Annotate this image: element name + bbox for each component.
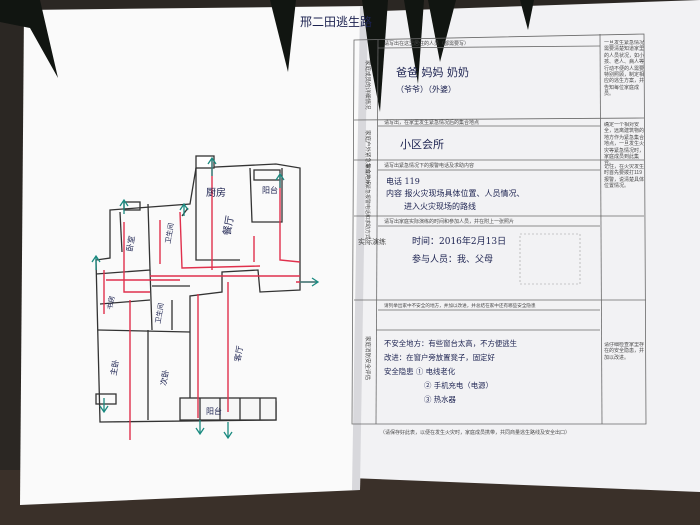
row5-answer-5: ③ 热水器	[424, 395, 457, 404]
room-master-bedroom: 主卧	[108, 359, 121, 376]
row2-side-note: 确定一个相对安全，远离建筑物的地方作为紧急集合地点，一旦发生火灾等紧急情况时，家…	[604, 122, 644, 214]
row4-answer-2: 参与人员：我、父母	[412, 253, 493, 265]
photo-placeholder	[519, 233, 581, 285]
row1-side-note-text: 一旦发生紧急情况需要清楚知道家里的人员状况，如小孩、老人、病人等行动不便的人需要…	[604, 40, 644, 98]
row5-answer-1: 不安全地方：有些窗台太高，不方便逃生	[384, 339, 517, 348]
row2-label: 家庭户外紧急集合地点	[364, 130, 372, 186]
row1-answer-1: 爸爸 妈妈 奶奶	[396, 65, 469, 79]
row4-answer-1: 时间：2016年2月13日	[412, 235, 506, 247]
row1-hint: 请写出在这里居住的人员（都需要写）	[384, 40, 469, 47]
row5-label: 家庭消防安全评估	[364, 336, 372, 381]
row5-answer-2: 改进：在窗户旁放置凳子，固定好	[384, 353, 495, 362]
row3-label: 家庭户外紧急报警电话和求助方式	[364, 164, 371, 239]
escape-route	[103, 160, 316, 440]
form-table	[351, 33, 647, 425]
row4-label: 实际演练	[358, 237, 386, 246]
room-kitchen: 厨房	[206, 186, 226, 199]
row3-answer-2: 内容 报火灾现场具体位置、人员情况、	[386, 188, 525, 198]
row5-answer-3: 安全隐患 ① 电线老化	[384, 367, 456, 376]
row5-answer-4: ② 手机充电（电源）	[424, 381, 493, 390]
row4-hint: 请写出家庭实际演练的时间和参加人员，并在附上一张照片	[384, 218, 514, 225]
room-living-2: 客厅	[232, 345, 245, 362]
row1-side-note: 一旦发生紧急情况需要清楚知道家里的人员状况，如小孩、老人、病人等行动不便的人需要…	[604, 40, 644, 116]
row1-answer-2: （爷爷）（外婆）	[396, 84, 456, 94]
footer-note: （请保存好此表，以便在发生火灾时，家庭成员携带，共同商量逃生路线及安全出口）	[380, 429, 570, 436]
row5-side-note: 请仔细检查家里存在的安全隐患，并加以改进。	[604, 342, 644, 382]
room-bedroom-a: 卧室	[124, 235, 137, 252]
row2-answer: 小区会所	[400, 138, 444, 151]
row1-label: 家庭成员的详细情况	[364, 60, 372, 110]
room-bedroom-b: 卫生间	[163, 222, 176, 244]
row3-answer-3: 进入火灾现场的路线	[404, 201, 476, 211]
row3-hint: 请写出紧急情况下的报警电话及求助内容	[384, 162, 474, 169]
row5-side-note-text: 请仔细检查家里存在的安全隐患，并加以改进。	[604, 342, 644, 361]
row3-side-note: 记住，在火灾发生时首先要拨打119报警，说清楚具体位置情况。	[604, 164, 644, 214]
room-living: 餐厅	[220, 215, 236, 237]
room-second-bedroom: 次卧	[158, 369, 171, 386]
room-balcony-bottom: 阳台	[206, 406, 222, 416]
room-balcony-top: 阳台	[262, 185, 278, 195]
row3-answer-1: 电话 119	[386, 176, 420, 186]
plan-title: 邢二田逃生路	[300, 14, 372, 29]
form-sheet	[350, 0, 700, 492]
exit-arrows	[91, 156, 320, 440]
row3-side-note-text: 记住，在火灾发生时首先要拨打119报警，说清楚具体位置情况。	[604, 164, 644, 190]
plant-leaves	[0, 0, 534, 112]
row5-hint: 请列举出家中不安全的地方，并加以改进，并总结在家中还有哪些安全隐患	[384, 302, 536, 309]
room-bathroom: 卫生间	[153, 302, 166, 324]
room-study: 书房	[105, 295, 116, 310]
plan-sheet	[20, 6, 368, 505]
row2-hint: 请写出，在家里发生紧急情况后的集合地点	[384, 119, 479, 126]
row2-side-note-text: 确定一个相对安全，远离建筑物的地方作为紧急集合地点，一旦发生火灾等紧急情况时，家…	[604, 122, 644, 167]
